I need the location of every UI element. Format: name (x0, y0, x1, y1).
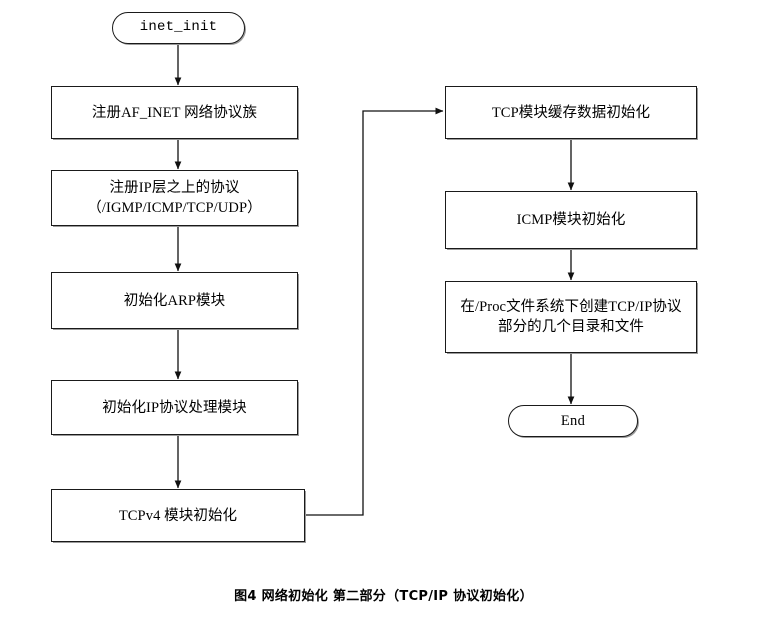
node-inet-init[interactable]: inet_init (112, 12, 245, 44)
node-init-ip-label: 初始化IP协议处理模块 (102, 399, 247, 416)
node-create-proc-label: 在/Proc文件系统下创建TCP/IP协议 部分的几个目录和文件 (460, 299, 682, 335)
figure-caption: 图4 网络初始化 第二部分（TCP/IP 协议初始化） (234, 589, 533, 604)
node-tcp-cache-label: TCP模块缓存数据初始化 (491, 104, 651, 121)
node-init-arp[interactable]: 初始化ARP模块 (51, 272, 298, 329)
edge-init-tcpv4-to-tcp-cache (305, 107, 444, 516)
node-init-tcpv4[interactable]: TCPv4 模块初始化 (51, 489, 305, 542)
node-init-arp-label: 初始化ARP模块 (123, 292, 226, 309)
node-init-tcpv4-label: TCPv4 模块初始化 (118, 507, 238, 524)
node-init-icmp[interactable]: ICMP模块初始化 (445, 191, 697, 249)
node-create-proc[interactable]: 在/Proc文件系统下创建TCP/IP协议 部分的几个目录和文件 (445, 281, 697, 353)
node-tcp-cache[interactable]: TCP模块缓存数据初始化 (445, 86, 697, 139)
node-register-upper-ip-label: 注册IP层之上的协议 （/IGMP/ICMP/TCP/UDP） (87, 180, 262, 216)
node-end[interactable]: End (508, 405, 638, 437)
node-end-label: End (560, 413, 586, 429)
node-init-icmp-label: ICMP模块初始化 (516, 212, 626, 228)
node-register-af-inet-label: 注册AF_INET 网络协议族 (91, 104, 258, 121)
node-register-af-inet[interactable]: 注册AF_INET 网络协议族 (51, 86, 298, 139)
node-init-ip[interactable]: 初始化IP协议处理模块 (51, 380, 298, 435)
node-register-upper-ip[interactable]: 注册IP层之上的协议 （/IGMP/ICMP/TCP/UDP） (51, 170, 298, 226)
node-inet-init-label: inet_init (139, 19, 218, 36)
